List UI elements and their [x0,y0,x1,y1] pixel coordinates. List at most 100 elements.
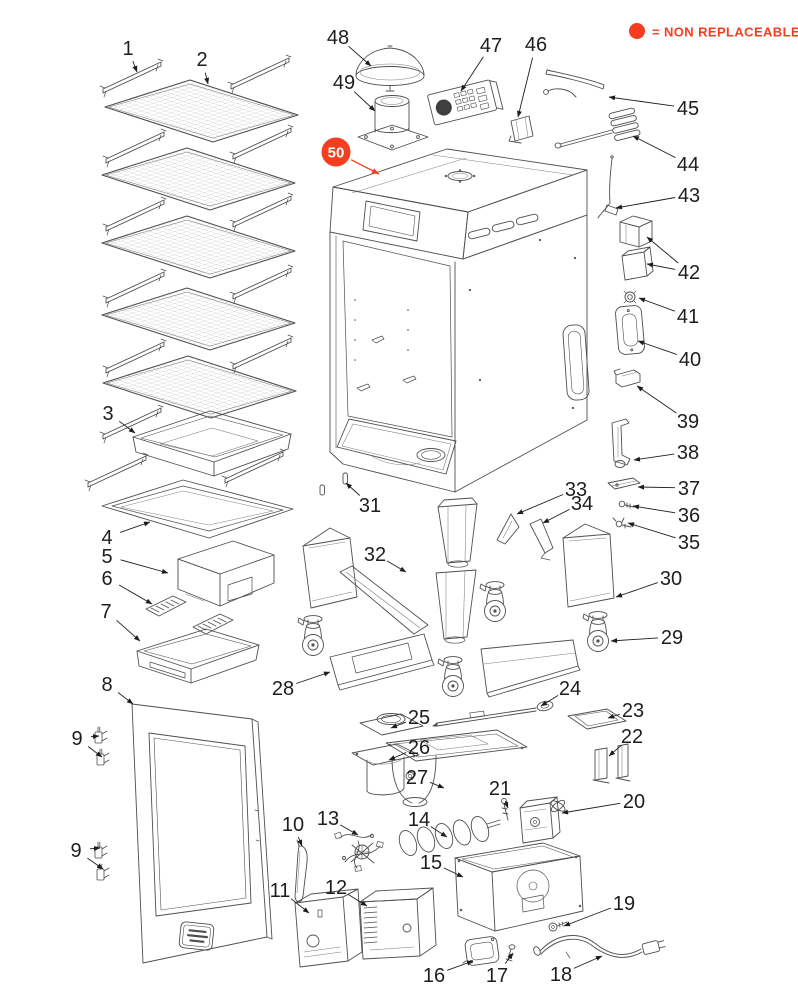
part-number-label: 12 [325,877,347,899]
part-43-temp-probe [597,155,619,219]
part-number-label: 25 [408,707,430,729]
leader-line [120,559,169,574]
part-27-burner-tray [385,729,528,807]
part-28-skirt-panels [329,633,581,698]
leader-line [118,584,153,605]
part-number-label: 42 [678,262,700,284]
part-47-control-panel [427,79,504,126]
part-number-label: 44 [677,154,699,176]
leader-line [637,484,676,490]
leader-line [542,508,570,524]
part-2-smoking-racks [101,79,299,419]
leader-line [615,582,658,598]
leader-line [347,893,368,907]
leader-line [117,692,134,705]
leader-line [516,494,564,515]
part-number-label: 32 [364,544,386,566]
leader-line [632,135,676,159]
part-number-label: 40 [679,349,701,371]
part-number-label: 7 [100,601,111,623]
part-number-label: 28 [272,678,294,700]
part-number-label: 41 [677,306,699,328]
part-42-insulation-blocks [619,215,654,281]
leader-line [296,671,331,684]
part-number-label: 43 [678,185,700,207]
leader-line [390,721,407,729]
leader-line [118,420,136,434]
part-number-label: 9 [71,728,82,750]
leader-line [345,482,361,496]
leader-line [627,522,676,539]
part-number-label: 47 [480,35,502,57]
leader-line [504,952,514,964]
leader-line [632,504,676,514]
part-number-label: 35 [678,532,700,554]
part-30-leg-panel-right [562,523,615,608]
part-number-label: 15 [420,852,442,874]
part-14-auger-screw [398,816,501,856]
leader-line [388,752,407,761]
part-7-chip-drawer [136,628,260,684]
part-number-label: 9 [70,840,81,862]
leader-line [633,453,675,462]
part-16-access-plate [462,936,500,966]
part-38-handle-bracket [611,418,631,468]
part-48-vent-cap [355,45,425,92]
part-number-label: 29 [661,627,683,649]
part-44-heating-element [554,107,641,149]
part-13-wiring-harness [334,831,384,872]
leader-line [637,340,677,355]
part-number-label: 46 [525,34,547,56]
leader-line [607,713,620,719]
part-12-vented-box [359,887,437,960]
part-31-pins [319,472,348,496]
part-35-screw [612,517,632,529]
part-number-label: 21 [489,778,511,800]
leader-line [540,695,559,707]
part-number-label: 19 [613,893,635,915]
part-number-label: 33 [565,479,587,501]
leader-line [348,45,372,67]
leader-line [615,197,676,210]
leader-line [608,95,675,107]
part-19-screw [548,921,568,932]
part-number-label: 48 [327,27,349,49]
non-replaceable-badge [321,137,351,167]
leader-line [563,907,612,927]
leader-line [573,955,603,969]
leader-line [646,262,676,270]
leader-line [429,781,445,789]
part-36-screw [618,500,635,509]
part-number-label: 5 [101,546,112,568]
leader-line [339,824,359,836]
part-40-handle-plate [615,305,645,355]
leader-line [132,60,138,73]
part-41-grommet [623,290,637,304]
leader-line [350,159,380,175]
leader-line [638,297,676,312]
leader-line [87,746,103,758]
part-number-label: 17 [486,965,508,987]
legend: = NON REPLACEABLE [629,23,798,40]
part-number-label: 13 [317,808,339,830]
part-number-label: 27 [406,767,428,789]
door-logo-badge [178,921,215,951]
part-legs-center [435,497,478,644]
part-number-label: 23 [622,700,644,722]
leader-line [646,236,679,264]
leader-line [460,56,484,92]
leader-line [636,385,677,414]
part-24-cleaning-rod [432,700,554,727]
part-number-label: 1 [122,38,133,60]
leader-line [430,826,448,838]
part-number-label: 37 [678,478,700,500]
leader-line [443,867,464,878]
part-number-label: 14 [408,809,430,831]
leader-line [116,619,141,642]
part-number-label: 10 [282,814,304,836]
part-15-hopper-box [454,842,584,932]
part-number-label: 50 [328,145,345,162]
leader-line [561,802,621,815]
part-33-corner-bracket [496,513,520,545]
